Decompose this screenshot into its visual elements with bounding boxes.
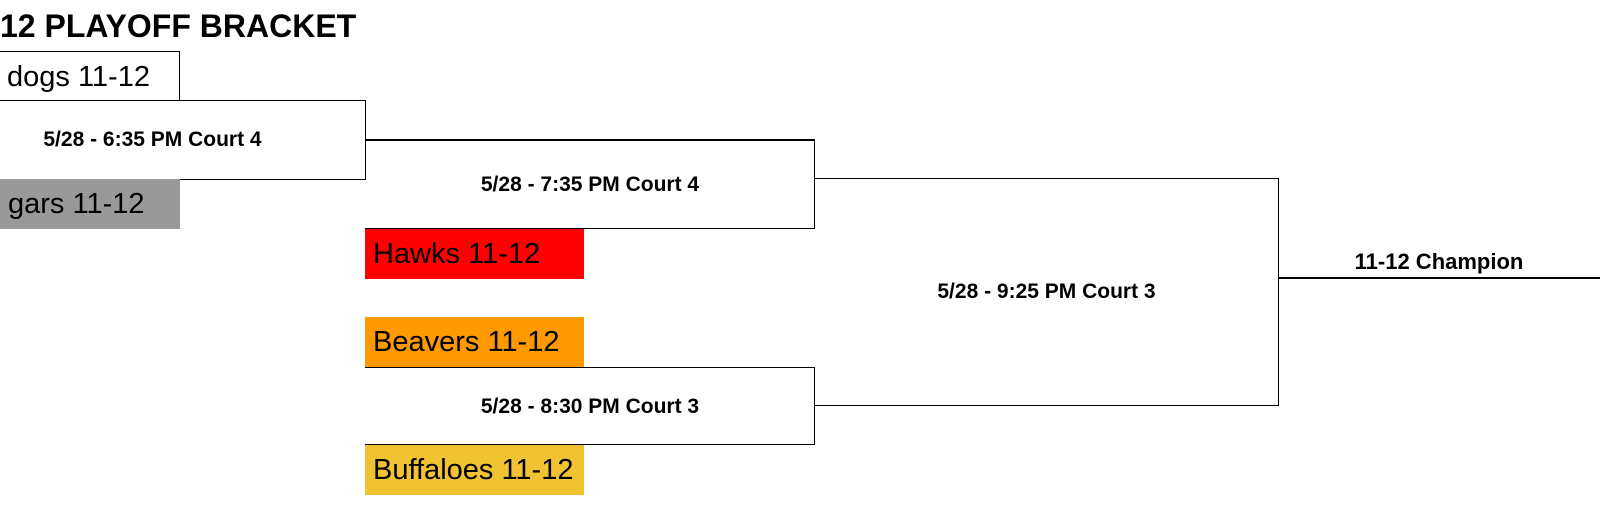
team-slot-gars: gars 11-12	[0, 179, 180, 229]
game-label-1: 5/28 - 6:35 PM Court 4	[43, 128, 262, 151]
bracket-title: 12 PLAYOFF BRACKET	[0, 8, 357, 44]
game-label-3: 5/28 - 8:30 PM Court 3	[480, 395, 700, 418]
team-slot-beavers: Beavers 11-12	[365, 317, 584, 367]
game-box-final	[814, 178, 1279, 406]
champion-line	[1278, 277, 1600, 279]
team-slot-hawks: Hawks 11-12	[365, 229, 584, 279]
game-label-final: 5/28 - 9:25 PM Court 3	[937, 280, 1156, 303]
game-box-3	[365, 367, 815, 445]
game-label-2: 5/28 - 7:35 PM Court 4	[480, 173, 700, 196]
team-slot-dogs: dogs 11-12	[0, 51, 180, 101]
champion-label: 11-12 Champion	[1354, 249, 1524, 274]
team-slot-buffaloes: Buffaloes 11-12	[365, 445, 584, 495]
game-box-2	[365, 139, 815, 229]
